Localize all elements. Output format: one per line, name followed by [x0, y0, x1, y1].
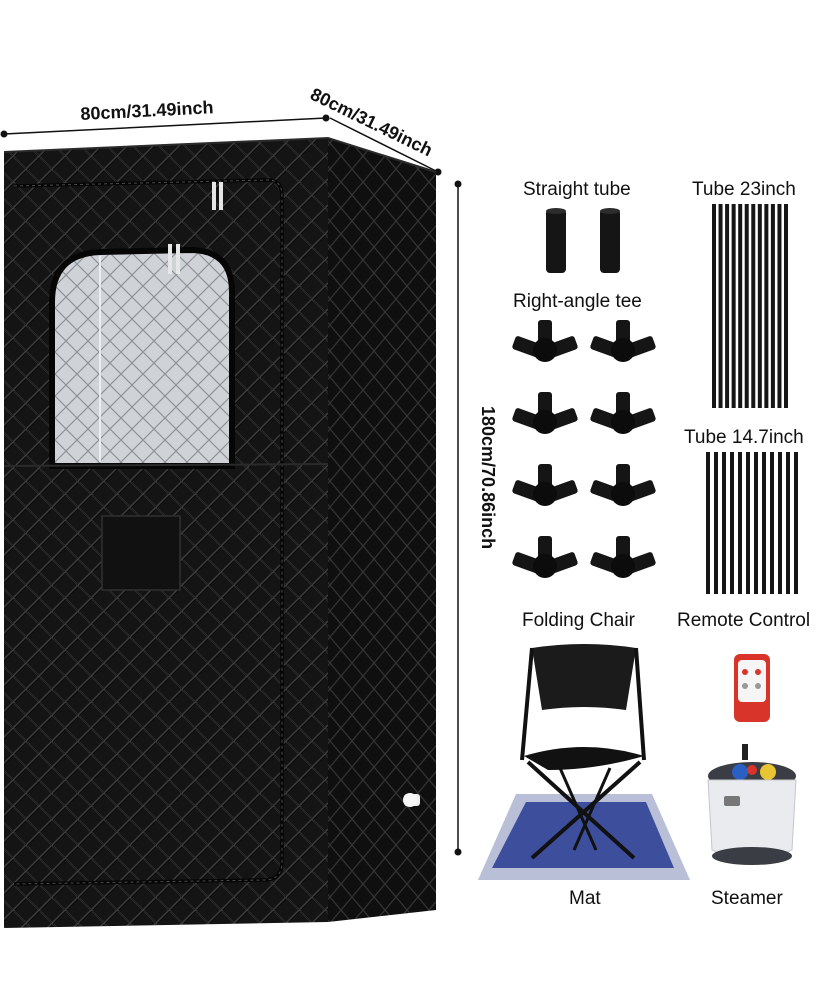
- tube-rod-icon: [794, 452, 798, 594]
- remote-control-label: Remote Control: [677, 610, 811, 631]
- tube-rod-icon: [722, 452, 726, 594]
- tube-rod-icon: [762, 452, 766, 594]
- folding-chair-icon: [520, 644, 646, 860]
- tube-rod-icon: [730, 452, 734, 594]
- long-tube-group: [712, 204, 788, 408]
- tube-rod-icon: [784, 204, 788, 408]
- straight-tube-icon: [546, 208, 620, 273]
- depth-dimension-line: [329, 117, 442, 176]
- zipper-pull-icon: [168, 182, 223, 274]
- tube-rod-icon: [751, 204, 756, 408]
- tube-rod-icon: [778, 452, 782, 594]
- tube-rod-icon: [738, 452, 742, 594]
- tee-connector-icon: [512, 464, 578, 506]
- tube-rod-icon: [731, 204, 736, 408]
- tee-connector-group: [512, 320, 656, 578]
- tube-rod-icon: [754, 452, 758, 594]
- mat-icon: [478, 794, 690, 880]
- tube-rod-icon: [757, 204, 762, 408]
- tube-rod-icon: [764, 204, 769, 408]
- mat-label: Mat: [569, 888, 601, 909]
- tee-connector-icon: [512, 536, 578, 578]
- tube-rod-icon: [786, 452, 790, 594]
- tube-rod-icon: [712, 204, 716, 408]
- height-dimension-line: [454, 180, 462, 856]
- tee-connector-icon: [590, 464, 656, 506]
- short-tube-group: [706, 452, 798, 594]
- tee-connector-icon: [512, 320, 578, 362]
- folding-chair-label: Folding Chair: [522, 610, 635, 631]
- straight-tube-label: Straight tube: [523, 179, 631, 200]
- steam-inlet-icon: [403, 793, 420, 807]
- steamer-label: Steamer: [711, 888, 783, 909]
- height-dimension-label: 180cm/70.86inch: [478, 406, 498, 550]
- tee-connector-icon: [590, 536, 656, 578]
- tee-connector-icon: [590, 392, 656, 434]
- right-angle-tee-label: Right-angle tee: [513, 291, 642, 312]
- sauna-tent-icon: [3, 136, 437, 928]
- tube-rod-icon: [738, 204, 743, 408]
- remote-control-icon: [734, 654, 770, 722]
- tube-rod-icon: [706, 452, 710, 594]
- tube-rod-icon: [725, 204, 730, 408]
- steamer-icon: [707, 744, 797, 865]
- tee-connector-icon: [512, 392, 578, 434]
- tube-rod-icon: [744, 204, 749, 408]
- tube-rod-icon: [770, 452, 774, 594]
- tee-connector-icon: [590, 320, 656, 362]
- tube-rod-icon: [777, 204, 782, 408]
- width-dimension-line: [0, 114, 330, 138]
- tube-long-label: Tube 23inch: [692, 179, 796, 200]
- tube-rod-icon: [770, 204, 775, 408]
- tube-rod-icon: [746, 452, 750, 594]
- tube-rod-icon: [714, 452, 718, 594]
- tube-short-label: Tube 14.7inch: [684, 427, 804, 448]
- tube-rod-icon: [718, 204, 723, 408]
